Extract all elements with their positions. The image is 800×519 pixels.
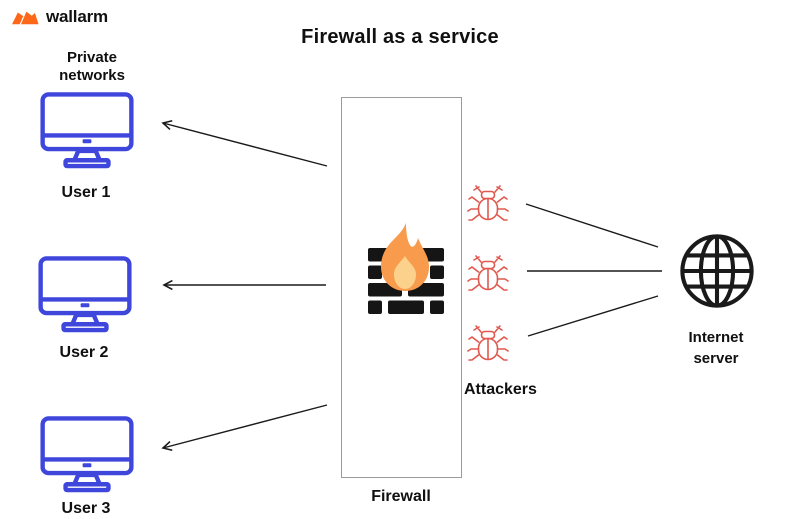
- monitor-icon: [38, 256, 132, 333]
- brick-wall-fire-icon: [368, 223, 444, 314]
- globe-icon: [680, 234, 754, 308]
- attackers-heading: Attackers: [464, 381, 537, 398]
- internet-server-heading: Internet server: [688, 329, 744, 367]
- page-title: Firewall as a service: [301, 26, 499, 48]
- line-globe-to-bug3: [527, 295, 659, 337]
- user-1-label: User 1: [61, 184, 111, 201]
- arrow-firewall-to-user1: [161, 120, 328, 167]
- arrow-firewall-to-user3: [161, 404, 328, 451]
- bug-icon: [467, 185, 509, 221]
- user-3-label: User 3: [61, 500, 111, 517]
- wallarm-flag-icon: [12, 11, 39, 24]
- user-2-label: User 2: [59, 344, 109, 361]
- monitor-icon: [40, 416, 134, 493]
- brand-logo: wallarm: [12, 7, 108, 27]
- bug-icon: [467, 325, 509, 361]
- monitor-icon: [40, 92, 134, 169]
- brand-name: wallarm: [46, 7, 108, 26]
- line-globe-to-bug1: [525, 203, 659, 248]
- firewall-label: Firewall: [371, 488, 431, 505]
- bug-icon: [467, 255, 509, 291]
- private-networks-heading: Private networks: [59, 49, 125, 84]
